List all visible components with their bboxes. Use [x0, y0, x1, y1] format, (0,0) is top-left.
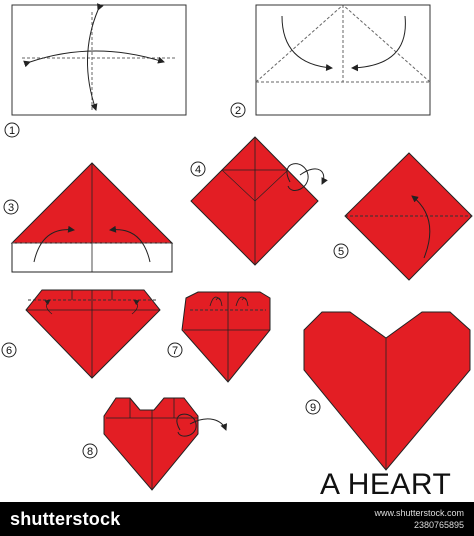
step-number: 4	[195, 164, 201, 176]
image-credit: www.shutterstock.com 2380765895	[374, 507, 464, 531]
step-number: 3	[8, 202, 14, 214]
step-number-circle	[305, 399, 321, 415]
step-number-circle	[230, 102, 246, 118]
step-7: 7	[167, 291, 271, 383]
flap-line-right	[254, 169, 289, 202]
step-number-circle	[167, 342, 183, 358]
fold-arrow-right-pair	[235, 296, 249, 307]
turn-over-arrow	[286, 163, 324, 191]
step-number: 9	[310, 402, 316, 414]
step-2: 2	[230, 4, 431, 118]
step-number: 7	[172, 345, 178, 357]
image-id: 2380765895	[413, 520, 464, 530]
fold-arrow-left-pair	[209, 296, 223, 307]
fold-arrow-vertical	[86, 3, 104, 111]
step-3: 3	[3, 162, 174, 273]
step-number-circle	[333, 243, 349, 259]
turn-over-arrow	[176, 413, 226, 436]
site-url: www.shutterstock.com	[374, 508, 464, 518]
diagram-title: A HEART	[320, 468, 451, 501]
step-number: 8	[87, 446, 93, 458]
step-8: 8	[82, 397, 226, 491]
fold-arrow-right	[351, 15, 406, 72]
step-number: 5	[338, 246, 344, 258]
fold-arrow-right	[109, 225, 151, 263]
fold-arrow-right	[131, 299, 140, 315]
step-number-circle	[190, 161, 206, 177]
step-9: 9	[303, 311, 471, 471]
step-number: 2	[235, 105, 241, 117]
red-heart-shape	[103, 397, 199, 491]
red-diamond	[190, 136, 319, 266]
flap-line-left	[221, 169, 256, 202]
paper-square	[11, 4, 187, 116]
step-4: 4	[190, 136, 324, 266]
fold-line-diagonal-right	[342, 4, 431, 83]
step-6: 6	[1, 289, 161, 379]
red-shape	[25, 289, 161, 379]
fold-line-diagonal-left	[255, 4, 344, 83]
fold-arrow-left	[281, 15, 333, 72]
red-shape	[181, 291, 271, 383]
step-1: 1	[4, 3, 187, 138]
brand-logo: shutterstock	[10, 508, 121, 529]
finished-heart	[303, 311, 471, 471]
red-diamond	[344, 152, 473, 281]
step-number: 6	[6, 345, 12, 357]
fold-arrow-left	[33, 225, 75, 263]
footer-bar: shutterstock www.shutterstock.com 238076…	[0, 502, 474, 536]
fold-arrow-up	[411, 195, 431, 259]
fold-arrow-left	[44, 299, 53, 315]
step-number-circle	[1, 342, 17, 358]
step-number-circle	[4, 122, 20, 138]
step-number-circle	[82, 443, 98, 459]
step-5: 5	[333, 152, 473, 281]
step-number: 1	[9, 125, 15, 137]
step-number-circle	[3, 199, 19, 215]
